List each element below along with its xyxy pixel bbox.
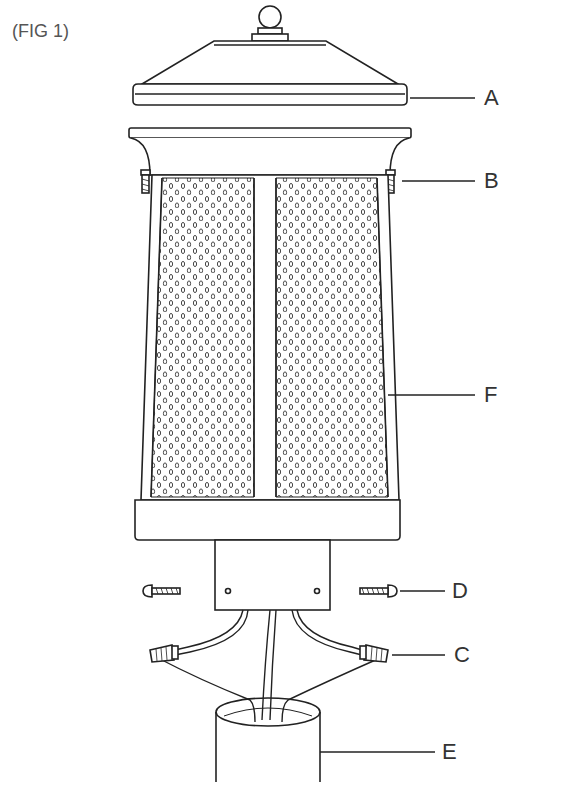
callout-letter: B [484,170,499,192]
callout-letter: A [484,87,499,109]
callout-letter: C [454,644,470,666]
callout-letter: D [452,580,468,602]
figure-label: (FIG 1) [12,22,69,40]
callout-letter: F [484,384,497,406]
callout-letter: E [442,741,457,763]
